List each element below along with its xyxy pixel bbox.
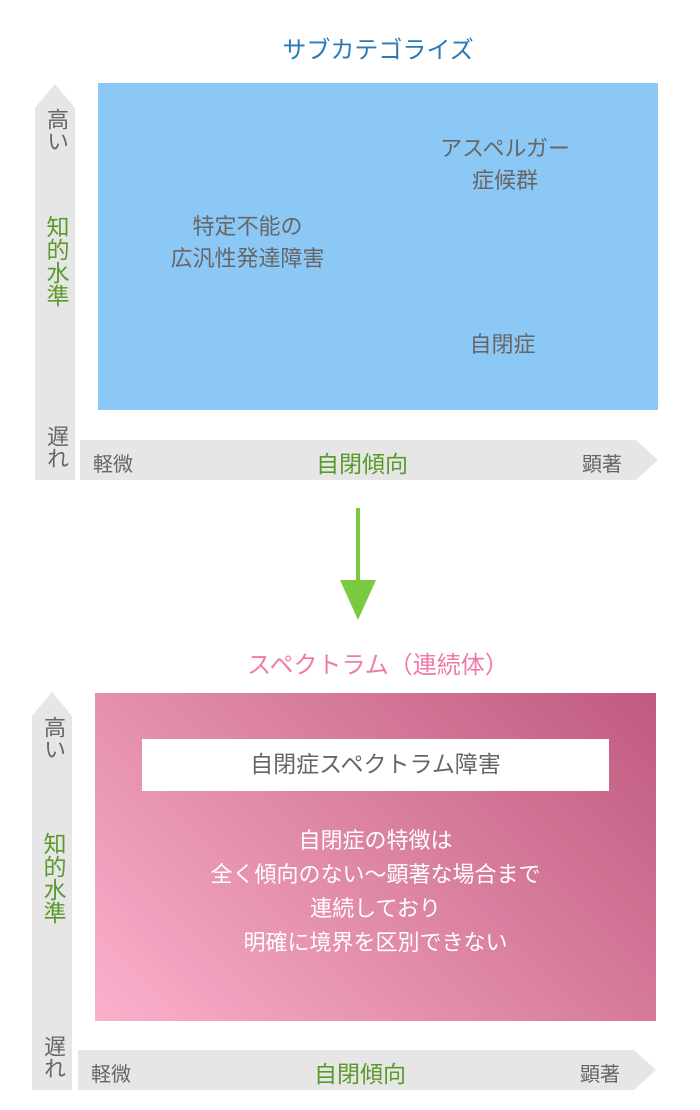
y-low-label-2: 遅れ	[40, 1035, 65, 1079]
autism-label: 自閉症	[469, 333, 536, 358]
x-low-label: 軽微	[93, 452, 133, 476]
subcategory-box	[98, 83, 658, 410]
x-axis-arrow-tip-2	[634, 1050, 656, 1090]
pdd-nos-line-2: 広汎性発達障害	[170, 247, 325, 272]
y-axis-label-2: 知的水準	[39, 832, 65, 924]
y-axis-bar-2	[32, 716, 72, 1090]
spectrum-description: 自閉症の特徴は 全く傾向のない～顕著な場合まで 連続しており 明確に境界を区別で…	[95, 825, 656, 961]
description-line-4: 明確に境界を区別できない	[243, 931, 508, 956]
y-axis-arrow-tip	[35, 84, 75, 108]
y-high-label-2: 高い	[40, 716, 65, 760]
x-high-label-2: 顕著	[580, 1062, 620, 1086]
description-line-2: 全く傾向のない～顕著な場合まで	[210, 863, 541, 888]
description-line-1: 自閉症の特徴は	[298, 829, 453, 854]
y-axis-label: 知的水準	[42, 215, 68, 307]
x-axis-arrow-tip	[636, 440, 658, 480]
top-title: サブカテゴライズ	[282, 36, 474, 64]
asperger-line-1: アスペルガー	[440, 137, 570, 162]
down-arrow-icon	[340, 508, 376, 620]
y-axis-arrow-tip-2	[32, 692, 72, 716]
x-axis-bar	[80, 440, 636, 480]
x-high-label: 顕著	[582, 452, 622, 476]
y-high-label: 高い	[43, 108, 68, 152]
y-low-label: 遅れ	[43, 425, 68, 469]
x-axis-bar-2	[78, 1050, 634, 1090]
description-line-3: 連続しており	[310, 897, 441, 922]
asperger-line-2: 症候群	[471, 169, 538, 194]
x-low-label-2: 軽微	[91, 1062, 131, 1086]
asd-title-box: 自閉症スペクトラム障害	[142, 739, 609, 791]
x-axis-label: 自閉傾向	[316, 452, 408, 478]
bottom-title: スペクトラム（連続体）	[247, 651, 509, 679]
pdd-nos-label: 特定不能の 広汎性発達障害	[140, 212, 355, 276]
pdd-nos-line-1: 特定不能の	[192, 215, 303, 240]
y-axis-bar	[35, 108, 75, 480]
asperger-label: アスペルガー 症候群	[410, 134, 600, 198]
x-axis-label-2: 自閉傾向	[314, 1062, 406, 1088]
